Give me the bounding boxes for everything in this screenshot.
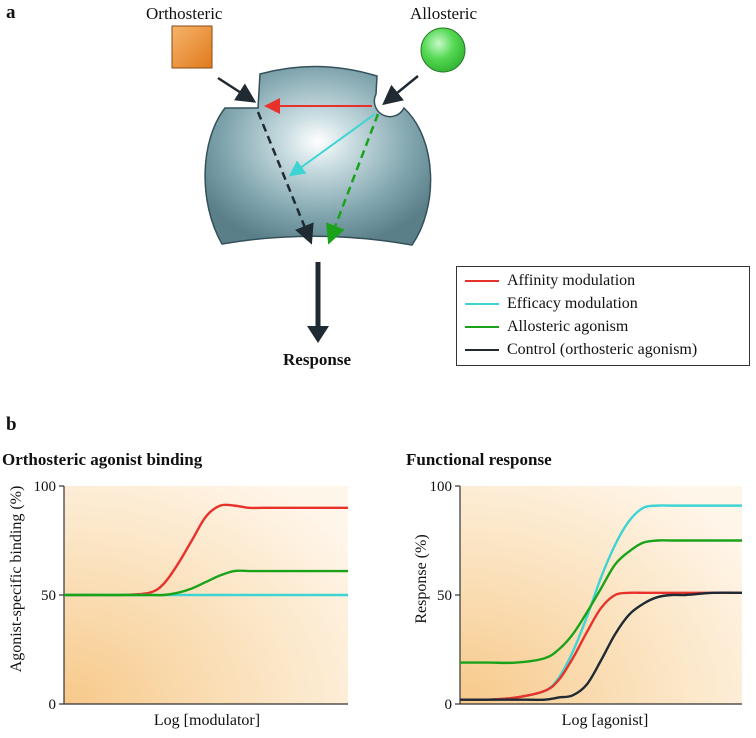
legend-swatch [465,326,499,328]
orthosteric-ligand-icon [171,25,213,69]
legend-label: Allosteric agonism [507,318,629,335]
series-line-allosteric-agonism [460,539,742,665]
chart-2-ylabel: Response (%) [413,534,430,624]
receptor-diagram [171,25,466,343]
allosteric-agonism-arrow [325,113,380,245]
y-tick-label: 0 [49,697,57,712]
panel-b-label: b [6,414,17,435]
chart-1-plot: 0 50 100 [34,479,348,712]
series-line-control-orthosteric-agonism [460,591,743,701]
orthosteric-label: Orthosteric [146,4,223,23]
legend-label: Efficacy modulation [507,295,638,312]
orthosteric-binding-arrow [217,76,257,103]
y-tick-label: 50 [41,588,56,604]
allosteric-binding-arrow [382,75,419,106]
chart-2-xlabel: Log [agonist] [561,712,649,729]
response-arrow-head [307,326,329,343]
series-line-allosteric-agonism [63,569,348,597]
legend-label: Control (orthosteric agonism) [507,341,698,358]
chart-1-xlabel: Log [modulator] [153,712,261,729]
y-tick-label: 0 [445,697,453,712]
legend-item-efficacy: Efficacy modulation [465,293,638,315]
chart-2-title: Functional response [406,450,552,469]
efficacy-modulation-arrow [288,113,376,177]
control-arrow [256,111,314,245]
series-line-affinity-modulation [459,591,742,701]
legend-item-control: Control (orthosteric agonism) [465,339,697,361]
chart-1-title: Orthosteric agonist binding [2,450,203,469]
allosteric-ligand-icon [420,27,466,73]
legend-item-allosteric-agonism: Allosteric agonism [465,316,628,338]
legend-swatch [465,349,499,351]
legend-label: Affinity modulation [507,272,636,289]
legend: Affinity modulation Efficacy modulation … [456,266,750,366]
legend-item-affinity: Affinity modulation [465,270,635,292]
y-tick-label: 100 [430,479,452,495]
allosteric-label: Allosteric [410,4,478,23]
chart-2-plot: 0 50 100 [430,479,743,712]
chart-1-ylabel: Agonist-specific binding (%) [8,485,25,673]
response-label: Response [283,350,352,369]
y-tick-label: 50 [437,588,452,604]
y-tick-label: 100 [34,479,57,495]
panel-a-label: a [6,2,16,23]
legend-swatch [465,280,499,282]
legend-swatch [465,303,499,305]
